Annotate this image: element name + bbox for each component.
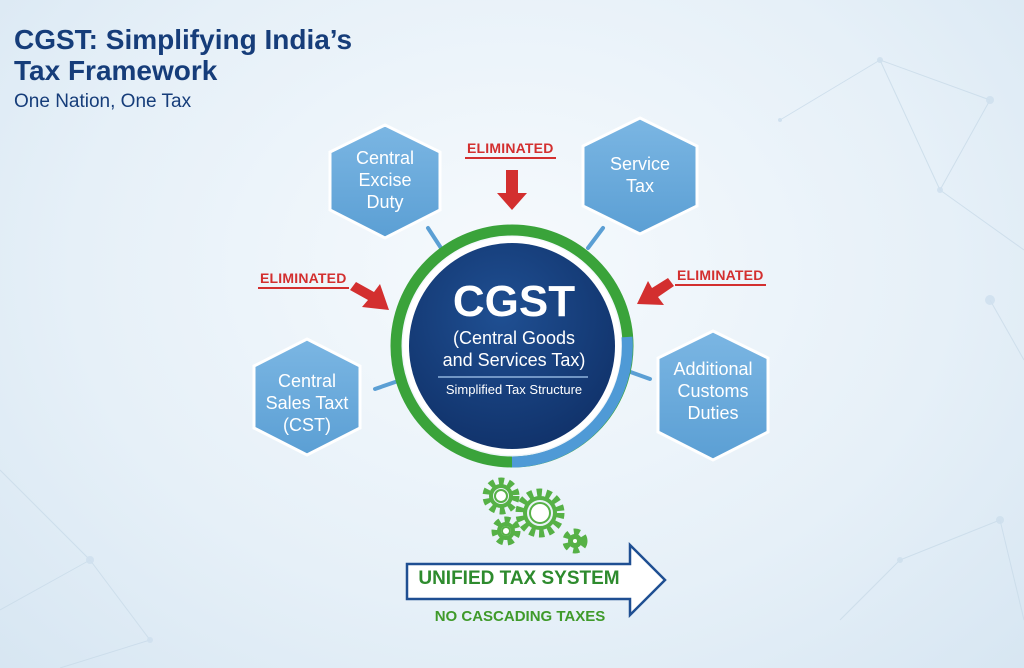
eliminated-label-right: ELIMINATED bbox=[675, 267, 766, 286]
gears-icon bbox=[482, 477, 588, 554]
connector-service bbox=[586, 226, 605, 250]
hex-central-sales-tax bbox=[252, 337, 362, 457]
arrow-left-icon bbox=[637, 278, 674, 305]
title-line-2: Tax Framework bbox=[14, 55, 218, 86]
cgst-caption: Simplified Tax Structure bbox=[445, 382, 583, 397]
tax-line: (CST) bbox=[283, 415, 331, 435]
page-title: CGST: Simplifying India’s Tax Framework bbox=[14, 24, 352, 86]
tax-label-central-sales-tax: Central Sales Taxt (CST) bbox=[252, 370, 362, 436]
unified-arrow-icon bbox=[405, 541, 667, 619]
cgst-full-name: (Central Goods and Services Tax) bbox=[409, 327, 619, 371]
cgst-core-circle bbox=[409, 243, 615, 449]
page-subtitle: One Nation, One Tax bbox=[14, 91, 192, 112]
tax-label-additional-customs-duties: Additional Customs Duties bbox=[658, 358, 768, 424]
tax-line: Tax bbox=[625, 176, 654, 196]
tax-line: Excise bbox=[358, 170, 412, 190]
eliminated-label-left: ELIMINATED bbox=[258, 270, 349, 289]
tax-label-central-excise-duty: Central Excise Duty bbox=[330, 147, 440, 213]
hex-service-tax bbox=[581, 116, 699, 236]
tax-label-service-tax: Service Tax bbox=[583, 153, 697, 197]
tax-line: Customs bbox=[677, 381, 749, 401]
arrow-down-icon bbox=[497, 170, 527, 210]
tax-line: Duties bbox=[687, 403, 739, 423]
eliminated-label-top: ELIMINATED bbox=[465, 140, 556, 159]
hex-additional-customs-duties bbox=[656, 329, 770, 462]
hex-central-excise-duty bbox=[328, 123, 442, 240]
tax-line: Central bbox=[277, 371, 337, 391]
cgst-full-name-line: (Central Goods bbox=[452, 328, 576, 348]
tax-line: Duty bbox=[366, 192, 404, 212]
cgst-ring-blue-segment bbox=[511, 336, 633, 468]
tax-line: Central bbox=[355, 148, 415, 168]
tax-line: Sales Taxt bbox=[265, 393, 349, 413]
cgst-full-name-line: and Services Tax) bbox=[442, 350, 586, 370]
arrow-right-icon bbox=[350, 282, 389, 310]
tax-line: Additional bbox=[673, 359, 753, 379]
title-line-1: CGST: Simplifying India’s bbox=[14, 24, 353, 55]
cgst-title: CGST bbox=[452, 277, 576, 326]
connector-excise bbox=[426, 226, 443, 250]
tax-line: Service bbox=[609, 154, 671, 174]
no-cascading-taxes-label: NO CASCADING TAXES bbox=[434, 608, 606, 625]
unified-tax-system-label: UNIFIED TAX SYSTEM bbox=[418, 568, 620, 589]
